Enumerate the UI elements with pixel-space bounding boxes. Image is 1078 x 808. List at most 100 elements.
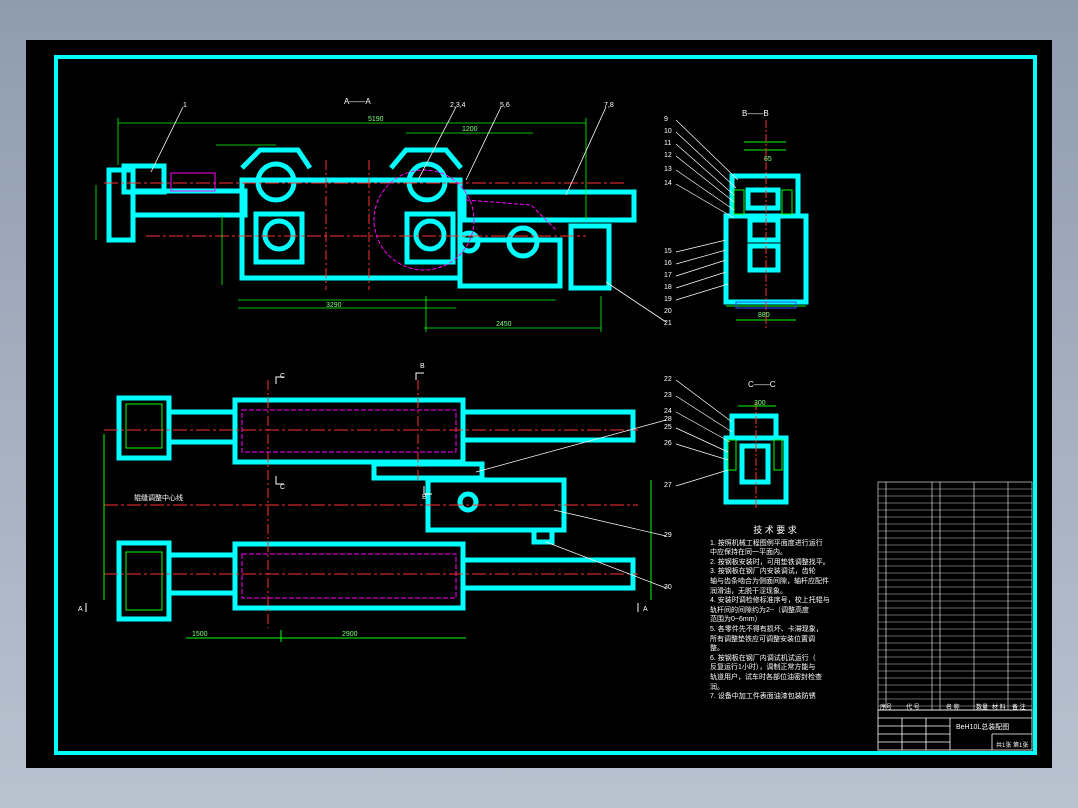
view-c-c-leaders <box>675 379 733 487</box>
dim-bottom-a: 3290 <box>326 302 342 309</box>
tech-item: 2. 按钢板安装时，可用垫铁调整找平。 <box>710 558 830 566</box>
callout-11: 11 <box>664 140 672 147</box>
tech-item: 4. 安装时调检修标准序号，校上托辊与 <box>710 597 830 605</box>
cc-top <box>729 413 779 441</box>
right-roll-block <box>404 211 456 265</box>
gear-pitch-circle <box>373 169 475 271</box>
callout-21: 21 <box>664 320 672 327</box>
view-c-c-detail <box>727 402 783 510</box>
bb-inner-top <box>745 187 781 211</box>
hopper <box>568 223 612 291</box>
tech-title: 技 术 要 求 <box>753 525 797 535</box>
callout-14: 14 <box>664 180 672 187</box>
callout-15: 15 <box>664 248 672 255</box>
dim-bb-top: 65 <box>764 156 772 163</box>
left-clamp <box>106 167 136 243</box>
callout-12: 12 <box>664 152 672 159</box>
tech-item: 6. 按钢板在钢厂内调试机试运行（ <box>710 654 816 662</box>
callout-1: 1 <box>183 102 187 109</box>
tech-item: 5. 各零件先不得有损坏、卡滞现象， <box>710 625 823 633</box>
dim-cc-top: 300 <box>754 400 766 407</box>
pinion <box>457 230 481 254</box>
view-a-a-leaders <box>150 106 667 323</box>
drawing-sheet: A——A B——B C——C B B C C A A 1 2,3,4 5,6 7… <box>26 40 1052 768</box>
dim-plan-a: 1500 <box>192 631 208 638</box>
callout-9: 9 <box>664 116 668 123</box>
callout-7-8: 7,8 <box>604 102 614 109</box>
dim-bottom-b: 2450 <box>496 321 512 328</box>
label-b-top: B <box>420 363 425 370</box>
label-section-bb: B——B <box>742 109 769 118</box>
sheet-number: 共1张 第1张 <box>996 743 1029 749</box>
upper-arm-body <box>232 397 466 465</box>
left-roll-block <box>253 211 305 265</box>
tech-item: 反复运行1小时），调制正常方能与 <box>710 664 816 672</box>
view-plan <box>116 395 636 622</box>
title-block <box>877 709 1033 751</box>
left-bearing <box>255 161 297 203</box>
view-a-a-aux <box>104 160 626 290</box>
tech-item: 所有调整垫铁应可调整安装位置调 <box>710 635 815 643</box>
bb-inner-low <box>747 243 781 273</box>
right-roll <box>413 218 447 252</box>
upper-arm-bar <box>166 409 238 445</box>
view-plan-detail <box>103 380 652 642</box>
tech-item: 轨道用户，试车时各部位油密封检查 <box>710 673 822 681</box>
callout-29: 29 <box>664 532 672 539</box>
tech-item: 轨杆间的间隙约为2~（调整高度 <box>710 606 809 614</box>
left-roll <box>262 218 296 252</box>
parts-footer-material: 材 料 <box>992 705 1006 711</box>
callout-27: 27 <box>664 482 672 489</box>
callout-16: 16 <box>664 260 672 267</box>
callout-5-6: 5,6 <box>500 102 510 109</box>
tech-item: 范围为0~6mm） <box>710 616 762 624</box>
dim-bb-width: 880 <box>758 312 770 319</box>
dim-plan-b: 2900 <box>342 631 358 638</box>
tech-item: 润滑油，无脱干涩现象。 <box>710 587 787 595</box>
outer-frame <box>54 55 1037 755</box>
parts-footer-left: 序号 <box>880 705 893 711</box>
dim-top-overall: 5190 <box>368 116 384 123</box>
callout-23: 23 <box>664 392 672 399</box>
right-bearing <box>406 161 448 203</box>
tech-item: 轴与齿条啮合为侧面间隙，轴杆应配件 <box>710 577 829 585</box>
callout-30: 30 <box>664 584 672 591</box>
parts-footer-code: 代 号 <box>906 705 920 711</box>
plan-centerline-note: 辊缝调整中心线 <box>134 495 183 502</box>
callout-17: 17 <box>664 272 672 279</box>
cc-inner <box>739 443 771 485</box>
bb-inner-mid <box>747 217 781 243</box>
right-stand <box>389 147 463 170</box>
long-bar <box>130 188 248 218</box>
view-b-b-leaders <box>675 119 739 301</box>
section-arrows <box>85 372 639 612</box>
label-c-top: C <box>280 373 286 380</box>
parts-footer-qty: 数量 <box>976 705 989 711</box>
main-frame-box <box>239 177 463 281</box>
callout-28: 28 <box>664 416 672 423</box>
link-arm <box>371 461 485 481</box>
label-section-cc: C——C <box>748 380 776 389</box>
bar-extension <box>461 189 637 223</box>
left-stand <box>240 147 313 170</box>
drawing-name: BeH10L总装配图 <box>956 724 1010 731</box>
parts-footer-note: 备 注 <box>1012 705 1026 711</box>
parts-list <box>877 481 1033 711</box>
view-b-b-detail <box>726 120 806 330</box>
drawing-canvas <box>54 55 1037 755</box>
view-a-a-dims <box>95 118 602 332</box>
parts-footer-name: 名 称 <box>946 705 960 711</box>
label-b-mid: B <box>422 494 427 501</box>
callout-2-3-4: 2,3,4 <box>450 102 466 109</box>
tech-item: 3. 按钢板在钢厂内安装调试，齿轮 <box>710 568 816 576</box>
callout-19: 19 <box>664 296 672 303</box>
view-plan-leaders <box>475 419 667 589</box>
callout-25: 25 <box>664 424 672 431</box>
label-a-right: A <box>643 606 648 613</box>
tech-item: 润。 <box>710 683 724 691</box>
view-a-a <box>106 147 637 291</box>
callout-26: 26 <box>664 440 672 447</box>
label-a-left: A <box>78 606 83 613</box>
tech-item: 整。 <box>710 645 724 653</box>
tech-item: 7. 设备中加工件表面油漆包装防锈 <box>710 693 816 701</box>
